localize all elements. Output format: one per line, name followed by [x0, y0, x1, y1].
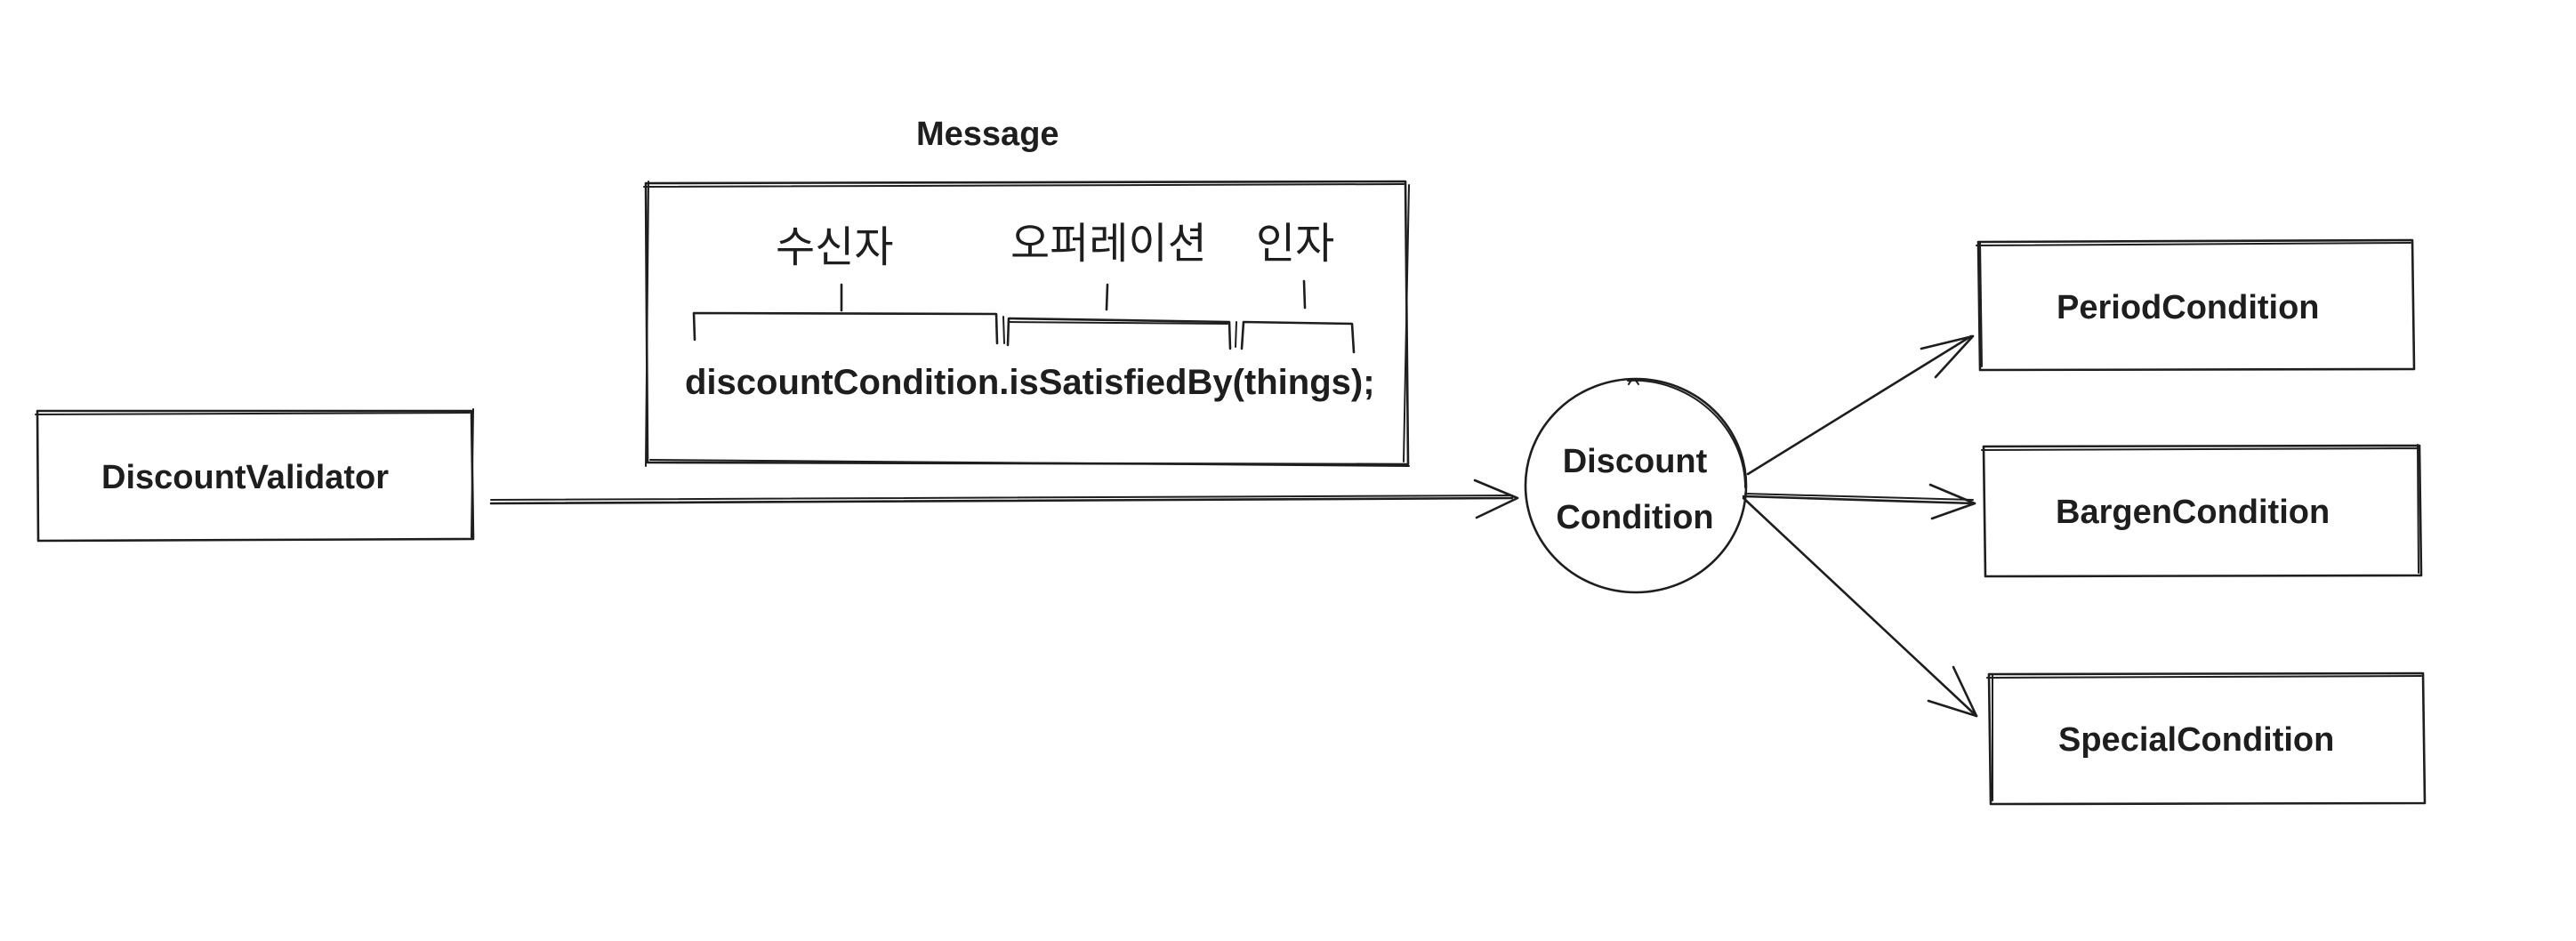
special-condition-label: SpecialCondition [2058, 721, 2335, 759]
bargen-condition-box [1981, 444, 2423, 578]
operation-label: 오퍼레이션 [1010, 219, 1207, 269]
discount-validator-box [35, 408, 475, 543]
period-condition-label: PeriodCondition [2057, 289, 2320, 326]
arrow-to-bargen [1742, 483, 1976, 520]
message-title: Message [916, 116, 1059, 153]
discount-condition-label-line1: Discount [1562, 443, 1708, 480]
period-condition-box [1976, 238, 2416, 372]
bargen-condition-label: BargenCondition [2056, 494, 2330, 531]
arrow-to-period [1746, 334, 1975, 476]
discount-condition-label-line2: Condition [1556, 499, 1714, 536]
bracket-receiver [692, 283, 1005, 345]
bracket-operation [1006, 283, 1237, 350]
bracket-argument [1240, 279, 1356, 354]
discount-validator-label: DiscountValidator [101, 459, 390, 496]
message-code: discountCondition.isSatisfiedBy(things); [685, 363, 1375, 402]
argument-label: 인자 [1256, 219, 1335, 269]
receiver-label: 수신자 [776, 222, 894, 272]
arrow-validator-to-condition [489, 479, 1519, 519]
discount-condition-circle [1524, 377, 1748, 594]
arrow-to-special [1742, 496, 1978, 718]
special-condition-box [1986, 672, 2427, 806]
message-box [643, 180, 1410, 467]
